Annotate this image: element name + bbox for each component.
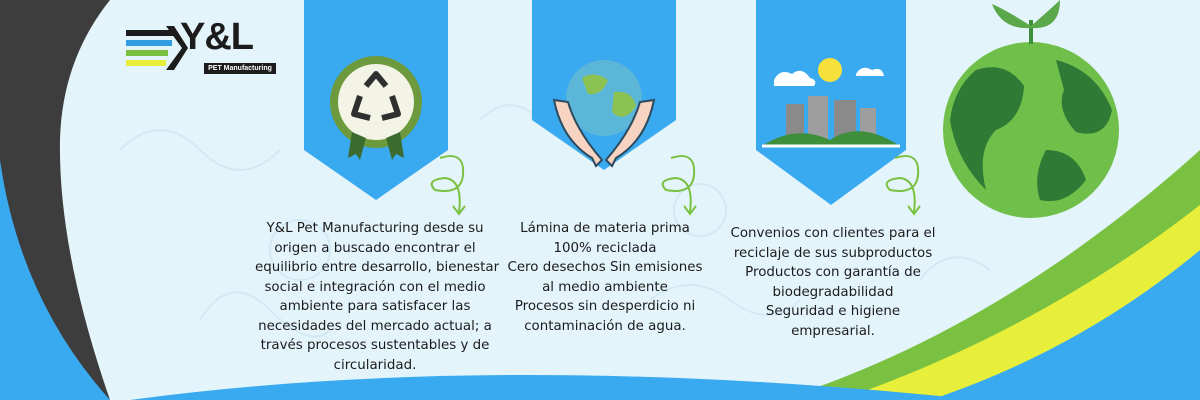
- card-3-line: Productos con garantía de: [745, 265, 921, 280]
- card-1-line: través procesos sustentables y de: [260, 338, 490, 353]
- card-2-line: al medio ambiente: [542, 279, 668, 295]
- brand-logo-icon: [126, 26, 188, 70]
- curl-arrow-icon: [885, 155, 921, 216]
- card-3-line: empresarial.: [791, 323, 875, 339]
- card-2-line: Procesos sin desperdicio ni: [514, 299, 696, 314]
- card-3-line: reciclaje de sus subproductos: [733, 245, 933, 261]
- card-2-line: Lámina de materia prima: [520, 221, 690, 236]
- yellow-swoosh: [840, 205, 1200, 400]
- blue-bottom-wave: [130, 375, 980, 400]
- card-1-text: Y&L Pet Manufacturing desde su origen a …: [255, 219, 500, 375]
- hands-globe-icon: [552, 60, 656, 168]
- card-2-line: 100% reciclada: [553, 240, 657, 256]
- banner-recycle: [304, 0, 448, 200]
- card-1-line: origen a buscado encontrar el: [274, 240, 476, 256]
- card-2-text: Lámina de materia prima 100% reciclada C…: [495, 219, 715, 336]
- card-1-line: Y&L Pet Manufacturing desde su: [266, 221, 484, 236]
- card-1-line: equilibrio entre desarrollo, bienestar: [255, 260, 500, 275]
- curl-arrow-icon: [430, 155, 466, 216]
- card-1-line: circularidad.: [333, 357, 417, 373]
- banner-city: [756, 0, 906, 205]
- card-3-text: Convenios con clientes para el reciclaje…: [718, 224, 948, 341]
- blue-left-band: [0, 160, 110, 400]
- brand-tagline: PET Manufacturing: [204, 63, 276, 74]
- card-1-line: necesidades del mercado actual; a: [258, 318, 492, 334]
- card-1-line: social e integración con el medio: [264, 279, 486, 295]
- green-city-icon: [762, 58, 900, 148]
- card-3-line: Seguridad e higiene: [765, 304, 901, 319]
- curl-arrow-icon: [661, 155, 697, 216]
- card-3-line: Convenios con clientes para el: [730, 226, 936, 241]
- card-2-line: Cero desechos Sin emisiones: [507, 260, 703, 275]
- card-1-line: ambiente para satisfacer las: [279, 299, 471, 314]
- card-2-line: contaminación de agua.: [524, 318, 686, 334]
- banner-globe: [532, 0, 676, 170]
- blue-right-wave: [930, 250, 1200, 400]
- card-3-line: biodegradabilidad: [772, 284, 894, 300]
- recycle-badge-icon: [330, 56, 422, 160]
- green-earth-icon: [943, 0, 1119, 218]
- brand-name: Y&L: [180, 16, 254, 58]
